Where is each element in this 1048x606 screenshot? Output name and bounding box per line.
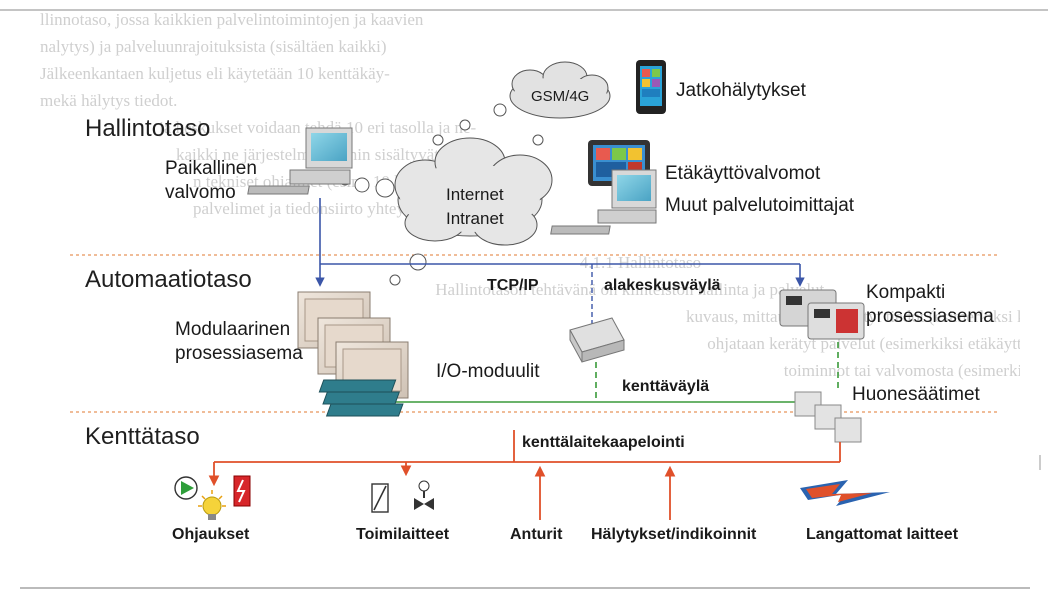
remote-computer-icon [550, 169, 657, 235]
internet-label: Internet Intranet [446, 183, 504, 231]
service-providers-label: Muut palvelutoimittajat [665, 195, 855, 216]
electrical-switch-icon [233, 475, 251, 507]
io-modules-label: I/O-moduulit [436, 361, 540, 382]
valve-icon [414, 480, 434, 510]
tcpip-label: TCP/IP [487, 277, 539, 294]
remote-stations-label: Etäkäyttövalvomot [665, 163, 821, 184]
level-management: Hallintotaso [85, 115, 211, 142]
wireless-label: Langattomat laitteet [806, 526, 959, 543]
wireless-lightning-icon [800, 480, 890, 506]
level-field: Kenttätaso [85, 423, 200, 450]
modular-process-station-icon [297, 291, 409, 399]
local-computer-icon [247, 127, 353, 195]
modular-line1: Modulaarinen [175, 319, 291, 340]
sensors-label: Anturit [510, 526, 563, 543]
substation-bus-label: alakeskusväylä [604, 277, 721, 294]
controls-label: Ohjaukset [172, 526, 250, 543]
compact-line2: prosessiasema [866, 306, 994, 327]
modular-station-label: Modulaarinen prosessiasema [175, 318, 303, 366]
actuators-label: Toimilaitteet [356, 526, 450, 543]
level-automation: Automaatiotaso [85, 266, 252, 293]
local-station-label: Paikallinen valvomo [165, 157, 257, 205]
alarms-label: Hälytykset/indikoinnit [591, 526, 757, 543]
field-cabling-label: kenttälaitekaapelointi [522, 434, 685, 451]
pump-icon [174, 476, 198, 500]
gsm-label: GSM/4G [531, 88, 590, 105]
compact-station-label: Kompakti prosessiasema [866, 281, 994, 329]
local-station-line1: Paikallinen [165, 158, 257, 179]
lamp-icon [198, 490, 226, 520]
compact-line1: Kompakti [866, 282, 946, 303]
intranet-text: Intranet [446, 209, 504, 228]
forwarded-alarms-label: Jatkohälytykset [676, 80, 806, 101]
compact-process-station-icon [779, 289, 865, 340]
actuator-icon [371, 483, 389, 513]
modular-line2: prosessiasema [175, 343, 303, 364]
room-controllers-label: Huonesäätimet [852, 384, 980, 405]
bus-gateway-icon [569, 317, 625, 363]
io-modules-icon [318, 379, 404, 417]
internet-text: Internet [446, 185, 504, 204]
fieldbus-label: kenttäväylä [622, 378, 710, 395]
local-station-line2: valvomo [165, 182, 236, 203]
phone-icon [636, 60, 666, 114]
room-controllers-icon [794, 391, 862, 443]
